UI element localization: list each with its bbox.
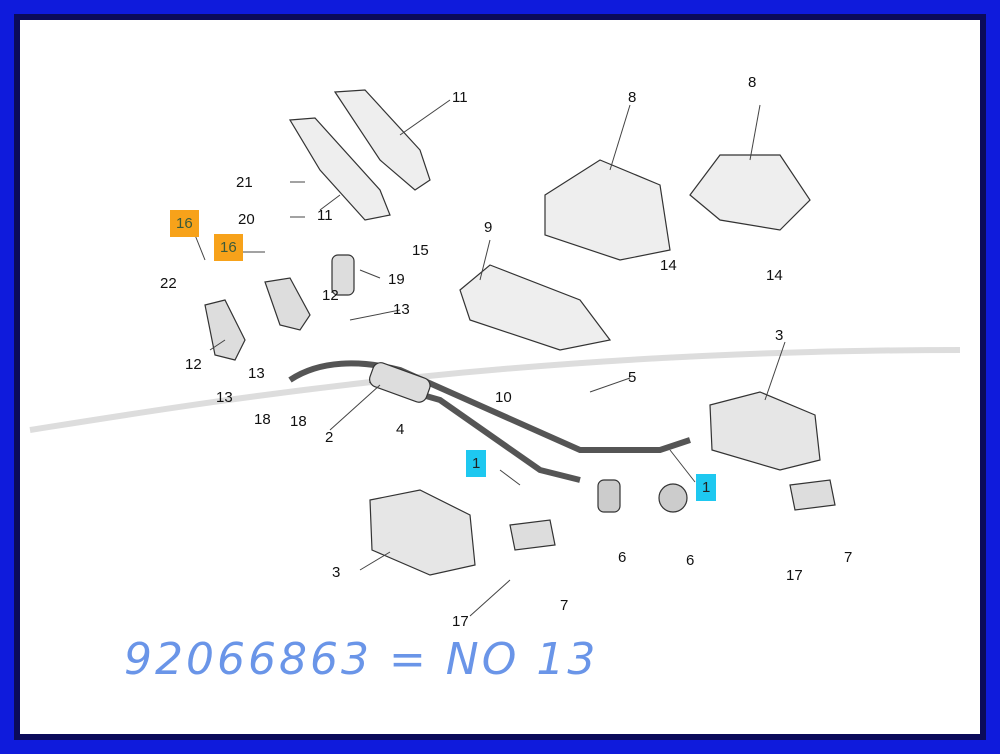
callout-20: 20 xyxy=(238,211,255,228)
callout-9: 9 xyxy=(484,219,493,236)
mount-6a xyxy=(597,479,621,513)
hanger-19 xyxy=(331,254,355,296)
callout-6: 6 xyxy=(686,552,695,569)
highlight-callout-16: 16 xyxy=(214,234,243,261)
catalytic-converter-left xyxy=(204,299,246,361)
muffler-left xyxy=(369,489,476,576)
callout-18: 18 xyxy=(254,411,271,428)
part-number-caption: 92066863 = NO 13 xyxy=(124,634,599,685)
leader-lines xyxy=(194,99,786,617)
callout-2: 2 xyxy=(325,429,334,446)
callout-21: 21 xyxy=(236,174,253,191)
heat-shield-8b xyxy=(689,154,811,231)
bracket-7b xyxy=(789,479,836,511)
callout-19: 19 xyxy=(388,271,405,288)
callout-17: 17 xyxy=(452,613,469,630)
highlight-callout-1: 1 xyxy=(466,450,487,477)
highlight-callout-1: 1 xyxy=(696,474,717,501)
callout-12: 12 xyxy=(185,356,202,373)
callout-18: 18 xyxy=(290,413,307,430)
callout-13: 13 xyxy=(393,301,410,318)
bracket-7a xyxy=(509,519,556,551)
parts-diagram: 11 11 21 20 15 8 8 9 14 14 16 16 22 19 1… xyxy=(20,20,980,734)
callout-13: 13 xyxy=(248,365,265,382)
heat-shield-11a xyxy=(333,89,431,191)
callout-4: 4 xyxy=(396,421,405,438)
callout-10: 10 xyxy=(495,389,512,406)
callout-14: 14 xyxy=(660,257,677,274)
mount-6b xyxy=(658,483,688,513)
muffler-right xyxy=(709,391,821,471)
highlight-callout-16: 16 xyxy=(170,210,199,237)
callout-8: 8 xyxy=(748,74,757,91)
exhaust-pipe xyxy=(288,360,691,453)
callout-13: 13 xyxy=(216,389,233,406)
callout-7: 7 xyxy=(844,549,853,566)
callout-22: 22 xyxy=(160,275,177,292)
callout-7: 7 xyxy=(560,597,569,614)
callout-17: 17 xyxy=(786,567,803,584)
callout-12: 12 xyxy=(322,287,339,304)
heat-shield-8a xyxy=(544,159,671,261)
callout-5: 5 xyxy=(628,369,637,386)
callout-11: 11 xyxy=(317,207,333,224)
callout-11: 11 xyxy=(452,89,468,106)
exhaust-system-drawing xyxy=(29,89,961,617)
catalytic-converter-right xyxy=(264,277,311,331)
callout-3: 3 xyxy=(332,564,341,581)
callout-8: 8 xyxy=(628,89,637,106)
resonator xyxy=(369,362,431,403)
callout-14: 14 xyxy=(766,267,783,284)
callout-6: 6 xyxy=(618,549,627,566)
callout-15: 15 xyxy=(412,242,429,259)
heat-shield-11b xyxy=(288,117,391,221)
heat-shield-9 xyxy=(459,264,612,351)
callout-3: 3 xyxy=(775,327,784,344)
